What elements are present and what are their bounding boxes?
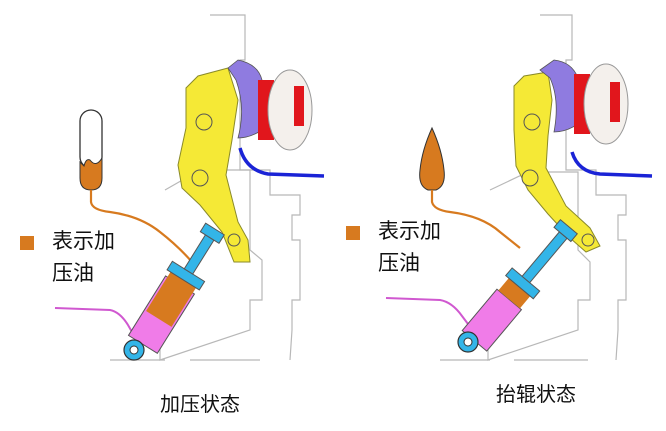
right-oil-pipe	[430, 190, 521, 249]
left-cylinder-mount-pin	[129, 345, 139, 355]
left-return-pipe	[54, 307, 133, 333]
right-oil-level	[419, 126, 445, 191]
left-oil-pipe	[89, 190, 193, 263]
left-yellow-arm	[177, 67, 251, 263]
right-roller-purple	[539, 59, 579, 133]
right-frame-inner	[487, 171, 591, 361]
right-legend-swatch	[346, 226, 360, 240]
left-cylinder-rod-end	[199, 222, 225, 245]
left-arm-pivot-mid	[191, 169, 209, 187]
left-oil-reservoir	[79, 109, 103, 169]
right-arm-pivot-mid	[521, 169, 539, 187]
left-blue-strip	[238, 147, 325, 178]
left-oil-level	[79, 156, 103, 191]
left-cylinder-rod	[183, 234, 215, 275]
left-caption: 加压状态	[160, 392, 240, 416]
right-arm-pivot-bottom	[581, 233, 595, 247]
right-return-pipe	[385, 297, 469, 325]
right-cylinder-rod-end	[553, 219, 578, 243]
right-legend-line2: 压油	[378, 251, 420, 275]
right-caption: 抬辊状态	[496, 382, 576, 406]
left-legend-line2: 压油	[52, 261, 94, 285]
right-cylinder-mount-pin	[463, 337, 473, 347]
left-arm-pivot-bottom	[227, 233, 241, 247]
right-panel	[385, 14, 653, 361]
right-roller-drum	[583, 63, 629, 145]
right-cylinder-oil	[498, 278, 531, 309]
left-legend-line1: 表示加	[52, 229, 115, 253]
left-frame-outline	[210, 14, 301, 361]
right-frame-outline	[540, 14, 627, 361]
right-roller-inner-red	[610, 82, 620, 122]
left-roller-purple	[227, 59, 263, 139]
left-roller-inner-red	[294, 86, 304, 126]
right-arm-pivot-top	[523, 113, 541, 131]
right-cylinder	[461, 219, 578, 352]
right-cylinder-rod	[521, 231, 568, 284]
left-panel	[54, 14, 325, 361]
left-cylinder-oil	[146, 268, 199, 327]
right-legend-line1: 表示加	[378, 219, 441, 243]
left-roller-drum	[267, 69, 313, 151]
left-cylinder	[127, 222, 225, 355]
left-legend-swatch	[20, 236, 34, 250]
left-arm-pivot-top	[195, 113, 213, 131]
right-blue-strip	[570, 151, 653, 178]
